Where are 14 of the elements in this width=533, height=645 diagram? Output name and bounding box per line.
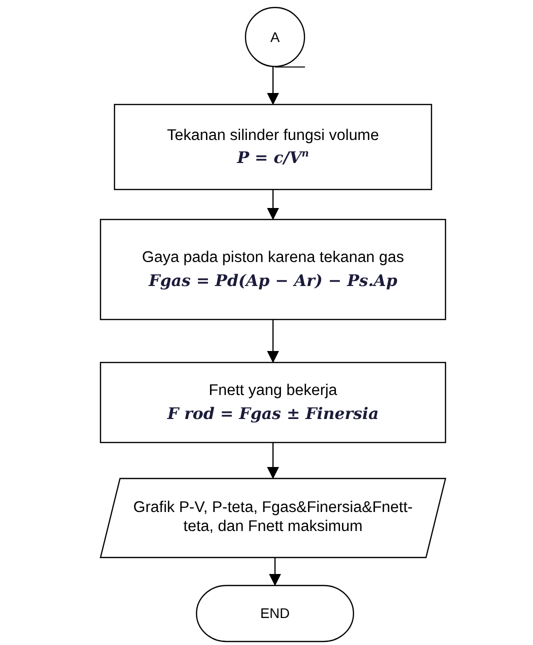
arrow (267, 443, 279, 479)
formula: Fgas = Pd(Ap − Ar) − Ps.Ap (148, 270, 398, 290)
node-label: Grafik P-V, P-teta, Fgas&Finersia&Fnett-teta, dan Fnett maksimum (132, 499, 414, 537)
formula: P = c/V$^{n}$ (237, 148, 309, 168)
node-label: A (270, 28, 280, 46)
node-label: Fnett yang bekerja (208, 382, 338, 401)
arrow (267, 320, 279, 363)
arrow (267, 190, 279, 220)
formula: F rod = Fgas ± Finersia (167, 404, 379, 423)
node-label: Gaya pada piston karena tekanan gas (142, 249, 404, 268)
node-label: END (260, 605, 290, 622)
node-label: Tekanan silinder fungsi volume (167, 126, 379, 146)
arrow (267, 67, 279, 105)
arrow (269, 558, 281, 586)
